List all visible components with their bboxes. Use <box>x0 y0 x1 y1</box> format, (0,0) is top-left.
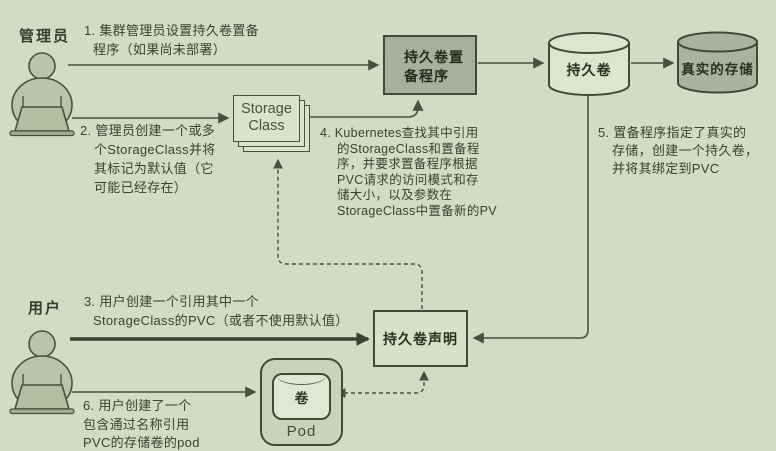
dashed-volume-references-pvc <box>335 370 429 398</box>
user-label: 用户 <box>28 300 63 317</box>
note-step2-line3: 其标记为默认值（它 <box>94 161 214 176</box>
note-step4-line3: 序，并要求置备程序根据 <box>337 157 478 171</box>
arrow-storageclass-to-provisioner <box>310 99 424 118</box>
note-step5: 5. 置备程序指定了真实的 存储，创建一个持久卷， 并将其绑定到PVC <box>598 124 758 178</box>
note-step3-line1: 3. 用户创建一个引用其中一个 <box>84 294 259 309</box>
admin-label: 管理员 <box>19 28 71 45</box>
note-step1-line1: 1. 集群管理员设置持久卷置备 <box>84 23 259 38</box>
note-step6: 6. 用户创建了一个 包含通过名称引用 PVC的存储卷的pod <box>83 397 200 451</box>
note-step2-line2: 个StorageClass并将 <box>94 142 216 157</box>
note-step5-line2: 存储，创建一个持久卷， <box>612 143 759 158</box>
storageclass-card-front: Storage Class <box>233 95 300 142</box>
pv-cylinder-shape <box>548 32 630 96</box>
note-step4-line4: PVC请求的访问模式和存 <box>337 172 479 187</box>
user-laptop-icon <box>13 384 71 410</box>
admin-head-icon <box>28 52 56 80</box>
note-step6-line1: 6. 用户创建了一个 <box>83 398 192 413</box>
real-storage-cylinder: 真实的存储 <box>675 31 760 96</box>
volume-label: 卷 <box>294 390 309 406</box>
admin-laptop-icon <box>13 106 71 132</box>
note-step4-line1: 4. Kubernetes查找其中引用 <box>320 126 479 140</box>
note-step5-line1: 5. 置备程序指定了真实的 <box>598 125 747 140</box>
note-step4-line6: StorageClass中置备新的PV <box>337 203 497 218</box>
pod-label: Pod <box>286 423 317 440</box>
note-step4-line5: 储大小，以及参数在 <box>337 188 453 202</box>
volume-lid-arc <box>277 376 326 385</box>
storageclass-label-line2: Class <box>248 118 285 134</box>
note-step3: 3. 用户创建一个引用其中一个 StorageClass的PVC（或者不使用默认… <box>84 293 349 330</box>
storageclass-label-line1: Storage <box>241 101 292 117</box>
pvc-box: 持久卷声明 <box>373 310 468 367</box>
provisioner-label-line2: 备程序 <box>404 68 449 84</box>
pv-cylinder: 持久卷 <box>546 31 632 99</box>
note-step3-line2: StorageClass的PVC（或者不使用默认值） <box>93 312 349 328</box>
user-head-icon <box>28 330 56 358</box>
note-step6-line3: PVC的存储卷的pod <box>83 435 200 450</box>
note-step5-line3: 并将其绑定到PVC <box>612 161 720 176</box>
note-step4-line2: 的StorageClass和置备程 <box>337 141 480 156</box>
provisioner-label-line1: 持久卷置 <box>404 49 464 65</box>
note-step4: 4. Kubernetes查找其中引用 的StorageClass和置备程 序，… <box>320 126 497 219</box>
storageclass-stack: Storage Class <box>233 95 311 153</box>
real-storage-label: 真实的存储 <box>681 62 754 77</box>
volume-box: 卷 <box>272 373 331 420</box>
real-storage-cylinder-shape <box>677 31 758 94</box>
note-step1: 1. 集群管理员设置持久卷置备 程序（如果尚未部署） <box>84 22 259 59</box>
provisioner-box: 持久卷置 备程序 <box>383 35 477 95</box>
note-step6-line2: 包含通过名称引用 <box>83 416 190 432</box>
pv-label: 持久卷 <box>566 62 612 78</box>
note-step2-line1: 2. 管理员创建一个或多 <box>80 123 216 138</box>
pod-box: 卷 Pod <box>260 358 343 446</box>
note-step1-line2: 程序（如果尚未部署） <box>93 41 227 57</box>
note-step2: 2. 管理员创建一个或多 个StorageClass并将 其标记为默认值（它 可… <box>80 121 216 197</box>
pvc-label: 持久卷声明 <box>383 330 458 347</box>
admin-figure <box>9 52 75 137</box>
note-step2-line4: 可能已经存在） <box>94 180 188 195</box>
user-figure <box>9 330 75 415</box>
